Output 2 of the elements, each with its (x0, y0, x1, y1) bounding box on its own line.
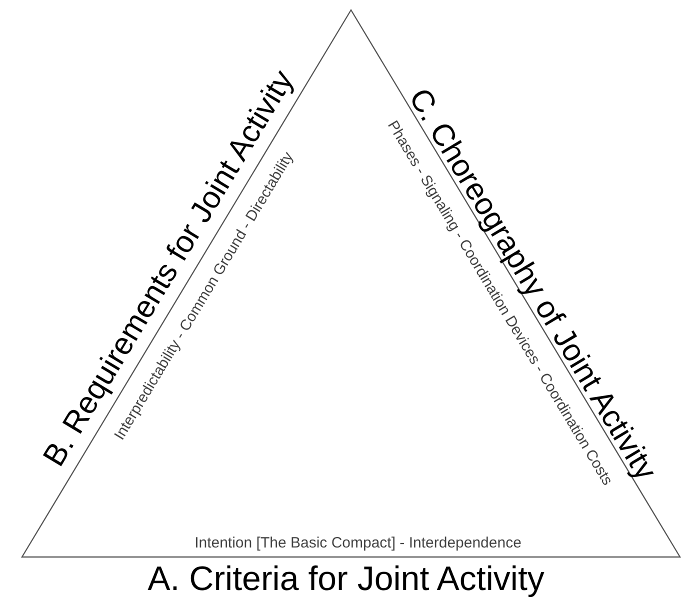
side-heading: A. Criteria for Joint Activity (148, 562, 544, 596)
side-subtitle: Intention [The Basic Compact] - Interdependence (194, 536, 522, 550)
